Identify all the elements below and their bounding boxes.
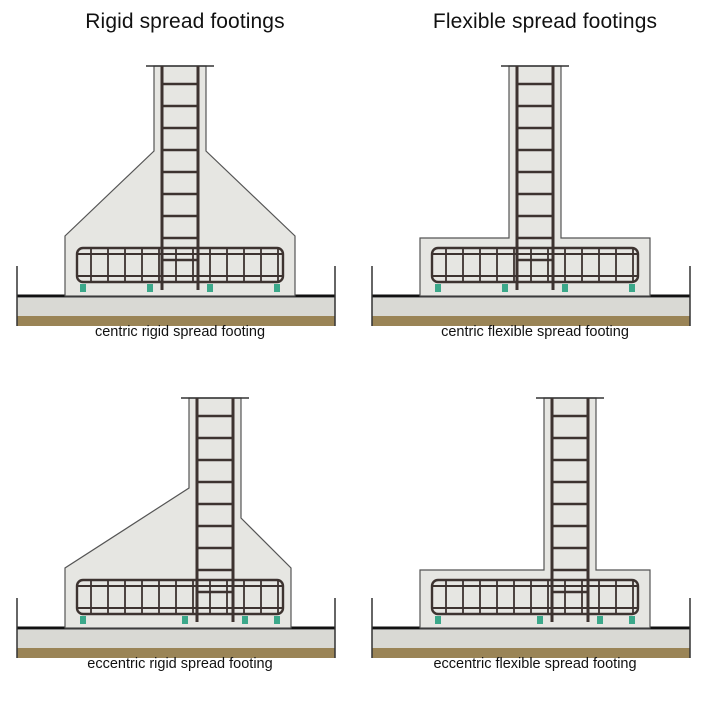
rebar-spacer: [629, 284, 635, 292]
flexible-footings-title: Flexible spread footings: [432, 10, 658, 33]
rebar-spacer: [242, 616, 248, 624]
eccentric-rigid-drawing: [16, 397, 336, 658]
footing-rebar-mat: [430, 578, 640, 616]
rebar-spacer: [562, 284, 568, 292]
rebar-spacer: [629, 616, 635, 624]
lean-concrete-layer: [372, 630, 690, 648]
flexible-footing-body: [419, 65, 651, 297]
rebar-spacer: [80, 616, 86, 624]
footing-rebar-mat: [75, 246, 285, 284]
centric-flexible-drawing: [371, 65, 691, 326]
rebar-spacer: [274, 616, 280, 624]
rigid-footing-body: [64, 397, 292, 629]
eccentric-flexible-drawing: [371, 397, 691, 658]
flexible-footing-body: [419, 397, 651, 629]
eccentric-flexible-caption: eccentric flexible spread footing: [433, 656, 637, 672]
footing-rebar-mat: [75, 578, 285, 616]
eccentric-flexible-panel: eccentric flexible spread footing: [360, 368, 710, 698]
lean-concrete-layer: [372, 298, 690, 316]
centric-flexible-panel: centric flexible spread footing: [360, 36, 710, 366]
rebar-spacer: [435, 284, 441, 292]
centric-rigid-panel: centric rigid spread footing: [5, 36, 355, 366]
lean-concrete-layer: [17, 630, 335, 648]
rebar-spacer: [80, 284, 86, 292]
centric-rigid-drawing: [16, 65, 336, 326]
rebar-spacer: [537, 616, 543, 624]
rigid-footing-body: [64, 65, 296, 297]
footing-rebar-mat: [430, 246, 640, 284]
rebar-spacer: [207, 284, 213, 292]
rebar-spacer: [182, 616, 188, 624]
centric-flexible-caption: centric flexible spread footing: [441, 324, 629, 340]
rebar-spacer: [435, 616, 441, 624]
lean-concrete-layer: [17, 298, 335, 316]
rebar-spacer: [597, 616, 603, 624]
rigid-footings-title: Rigid spread footings: [85, 10, 285, 33]
eccentric-rigid-caption: eccentric rigid spread footing: [87, 656, 273, 672]
rebar-spacer: [274, 284, 280, 292]
rebar-spacer: [502, 284, 508, 292]
centric-rigid-caption: centric rigid spread footing: [94, 324, 266, 340]
eccentric-rigid-panel: eccentric rigid spread footing: [5, 368, 355, 698]
rebar-spacer: [147, 284, 153, 292]
